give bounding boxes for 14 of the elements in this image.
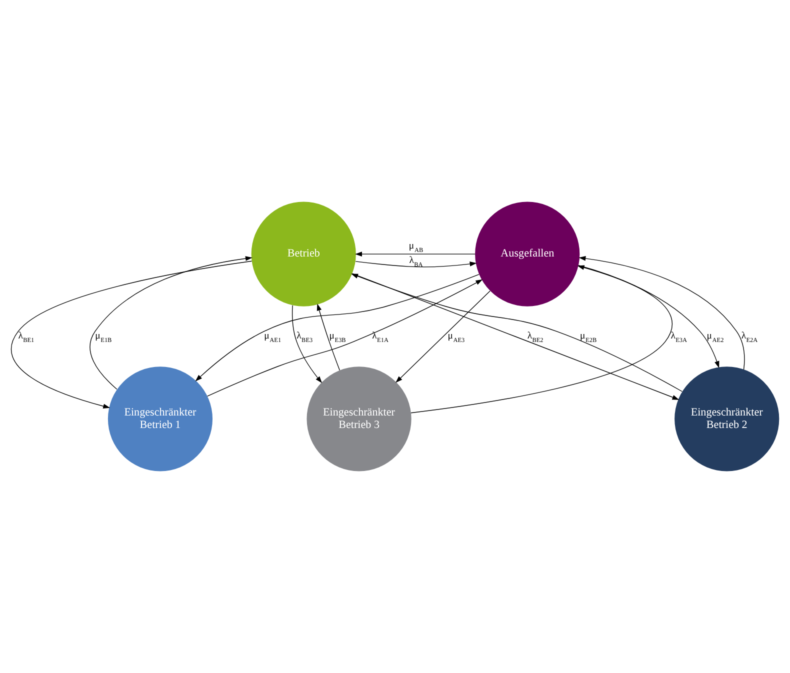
edge-label: λ$_{BE3}$ <box>296 330 313 344</box>
edge-label: μ$_{AE2}$ <box>706 330 724 344</box>
edge-label: μ$_{E1B}$ <box>95 330 112 344</box>
edge-label: λ$_{E3A}$ <box>670 330 688 344</box>
edge-label: μ$_{AE1}$ <box>264 330 282 344</box>
edge-label: μ$_{E2B}$ <box>580 330 597 344</box>
edge-label: λ$_{BE1}$ <box>18 330 34 344</box>
edge-label: λ$_{BE2}$ <box>527 330 544 344</box>
edge-label: μ$_{AE3}$ <box>448 330 465 344</box>
edge-label: μ$_{E3B}$ <box>329 330 346 344</box>
edge-label: μ$_{AB}$ <box>408 240 424 254</box>
edge-label: λ$_{BA}$ <box>409 255 423 269</box>
edge-label: λ$_{E2A}$ <box>741 330 758 344</box>
edge-label: λ$_{E1A}$ <box>372 330 388 344</box>
